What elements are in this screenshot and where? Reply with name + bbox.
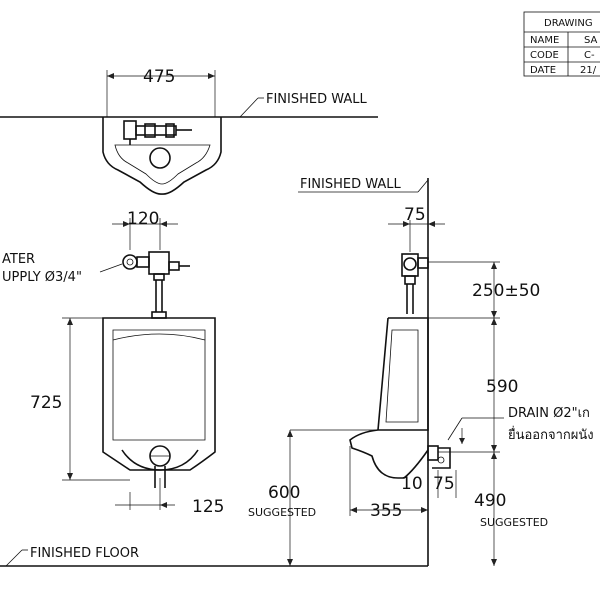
label-finished-floor: FINISHED FLOOR — [30, 546, 139, 561]
drain-circle-top — [149, 147, 171, 169]
label-finished-wall-side: FINISHED WALL — [300, 177, 402, 192]
title-value-code: C- — [584, 50, 595, 61]
dim-valve-offset: 120 — [127, 209, 159, 229]
dim-width-top: 475 — [143, 67, 175, 87]
front-view: 120 ATER UPPLY Ø3/4" 725 — [2, 209, 224, 517]
dim-floor-height: 600 — [268, 483, 300, 503]
dim-depth: 355 — [370, 501, 402, 521]
title-label-name: NAME — [530, 35, 559, 46]
title-heading: DRAWING — [544, 18, 593, 29]
dim-height-body: 725 — [30, 393, 62, 413]
label-suggested-right: SUGGESTED — [480, 516, 548, 529]
urinal-side-body — [349, 317, 429, 479]
top-view: FINISHED WALL 475 — [0, 67, 378, 195]
label-water-supply-1: ATER — [2, 252, 35, 267]
title-block: DRAWING NAME CODE DATE SA C- 21/ — [523, 11, 600, 77]
title-value-date: 21/ — [580, 65, 597, 76]
dim-drain-height: 490 — [474, 491, 506, 511]
dim-outlet-height: 590 — [486, 377, 518, 397]
label-drain-1: DRAIN Ø2"เก — [508, 406, 590, 421]
label-drain-2: ยื่นออกจากผนัง — [508, 426, 594, 443]
title-value-name: SA — [584, 35, 598, 46]
dim-drain-10: 10 — [401, 474, 423, 494]
urinal-top-outline — [102, 117, 222, 195]
dim-spud-offset: 125 — [192, 497, 224, 517]
side-valve-circle — [403, 257, 417, 271]
supply-valve-circle — [122, 254, 138, 270]
label-finished-wall-top: FINISHED WALL — [266, 92, 368, 107]
floor: FINISHED FLOOR — [0, 546, 428, 567]
title-label-code: CODE — [530, 50, 559, 61]
title-label-date: DATE — [530, 65, 556, 76]
dim-wall-offset: 75 — [404, 205, 426, 225]
label-suggested-left: SUGGESTED — [248, 506, 316, 519]
urinal-front-body — [102, 317, 216, 471]
dim-drain-75: 75 — [433, 474, 455, 494]
dim-inlet-height: 250±50 — [472, 281, 540, 301]
label-water-supply-2: UPPLY Ø3/4" — [2, 270, 82, 285]
side-view: FINISHED WALL 75 250±50 590 49 — [248, 177, 594, 566]
